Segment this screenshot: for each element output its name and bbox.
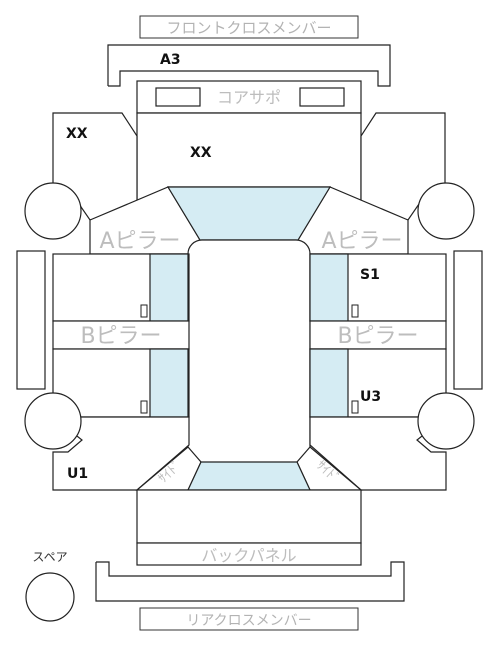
right-headlight-icon — [299, 87, 345, 107]
right-b-pillar[interactable] — [309, 320, 447, 350]
left-rear-handle — [140, 400, 148, 414]
code-a3: A3 — [160, 52, 181, 68]
spare-tire[interactable] — [25, 572, 75, 622]
right-rear-handle — [351, 400, 359, 414]
spare-label: スペア — [32, 550, 67, 564]
right-rear-wheel[interactable] — [417, 392, 475, 450]
front-cross-member-bracket[interactable] — [107, 44, 391, 87]
core-support-panel[interactable]: コアサポ — [136, 80, 362, 114]
rear-cross-member-box[interactable]: リアクロスメンバー — [139, 607, 359, 631]
code-u3: U3 — [360, 389, 381, 405]
trunk-lid[interactable] — [136, 489, 362, 544]
right-a-pillar-label: Aピラー — [321, 229, 402, 254]
right-front-wheel[interactable] — [417, 182, 475, 240]
left-rear-window[interactable] — [149, 348, 189, 418]
front-cross-member-box[interactable]: フロントクロスメンバー — [139, 15, 359, 39]
left-headlight-icon — [155, 87, 201, 107]
right-rear-quarter[interactable] — [309, 416, 448, 491]
left-a-pillar-label: Aピラー — [99, 229, 180, 254]
back-panel[interactable]: バックパネル — [136, 542, 362, 566]
left-side-sill[interactable] — [16, 250, 46, 390]
back-panel-label: バックパネル — [201, 546, 296, 565]
left-front-window[interactable] — [149, 253, 189, 322]
code-u1: U1 — [67, 466, 88, 482]
roof-panel[interactable] — [187, 239, 311, 465]
rear-cross-member-label: リアクロスメンバー — [186, 613, 311, 629]
code-s1: S1 — [360, 267, 380, 283]
left-rear-wheel[interactable] — [24, 392, 82, 450]
code-hood-xx: XX — [190, 145, 212, 161]
left-b-pillar-label: Bピラー — [80, 324, 161, 349]
right-b-pillar-label: Bピラー — [337, 324, 418, 349]
code-front-left-xx: XX — [66, 126, 88, 142]
left-front-handle — [140, 304, 148, 318]
right-front-handle — [351, 304, 359, 318]
right-front-window[interactable] — [309, 253, 349, 322]
core-support-label: コアサポ — [217, 88, 281, 107]
left-rear-quarter[interactable] — [51, 416, 190, 491]
front-cross-member-label: フロントクロスメンバー — [166, 19, 331, 37]
right-rear-window[interactable] — [309, 348, 349, 418]
left-b-pillar[interactable] — [52, 320, 190, 350]
rear-cross-member-bracket[interactable] — [95, 561, 405, 602]
rear-window[interactable] — [187, 461, 311, 491]
left-front-wheel[interactable] — [24, 182, 82, 240]
right-side-sill[interactable] — [453, 250, 483, 390]
